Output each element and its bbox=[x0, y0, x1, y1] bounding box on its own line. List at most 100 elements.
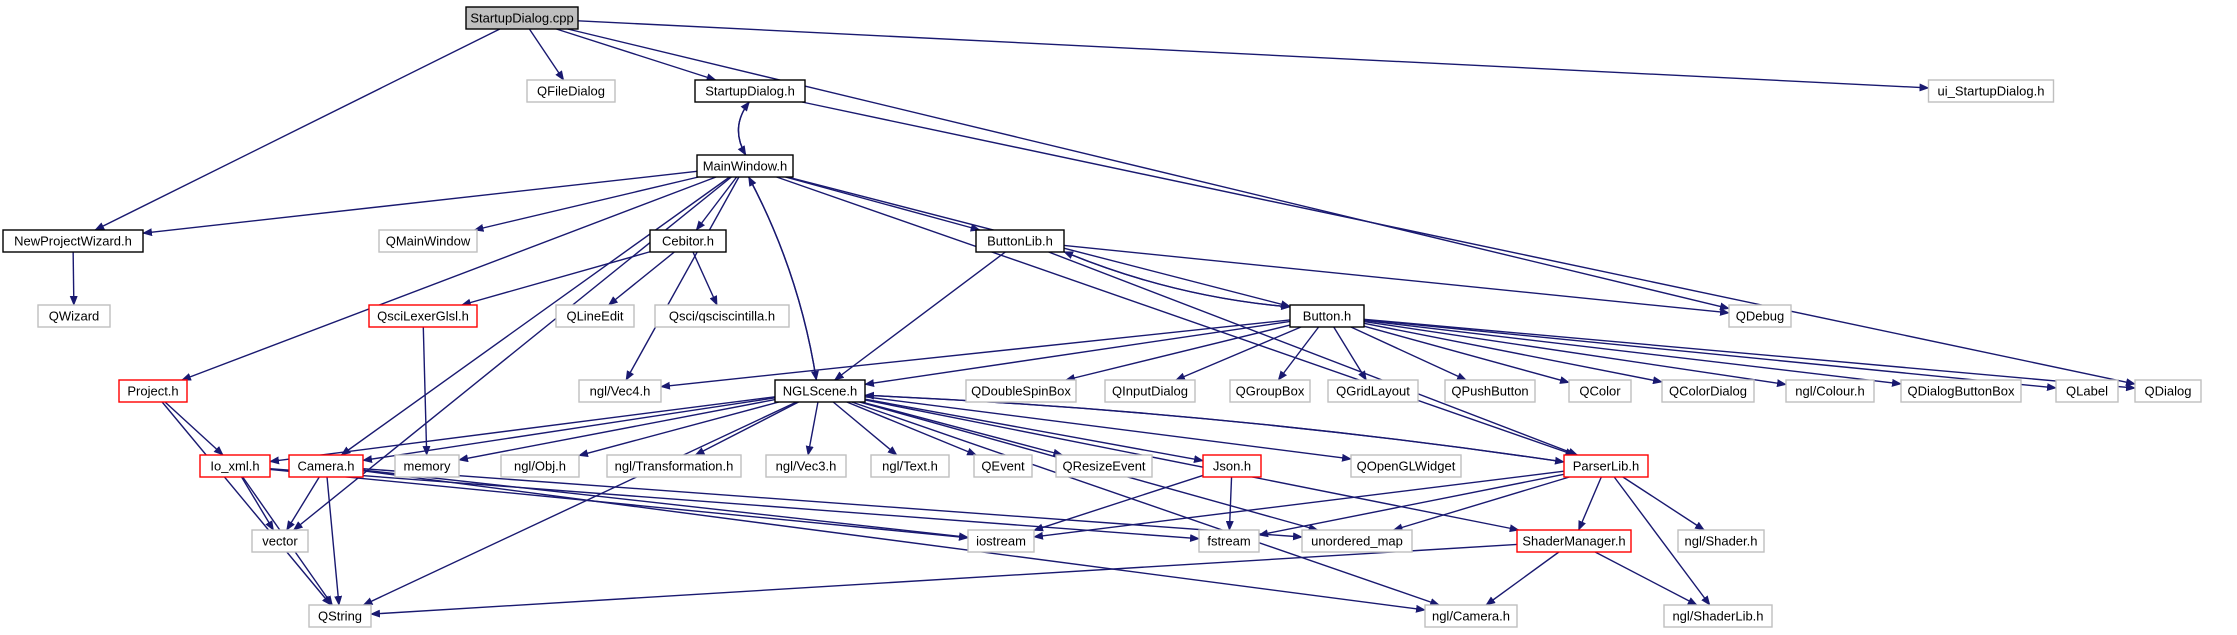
node-nglscene-h[interactable]: NGLScene.h bbox=[774, 379, 866, 403]
edge-nglscene-h-to-ngl-camera-h bbox=[851, 401, 1441, 606]
node-box bbox=[774, 379, 866, 403]
node-iostream[interactable]: iostream bbox=[967, 529, 1035, 553]
edge-line bbox=[1225, 476, 1234, 531]
node-ngl-vec3-h[interactable]: ngl/Vec3.h bbox=[765, 454, 847, 478]
edge-line bbox=[737, 101, 750, 156]
node-qevent[interactable]: QEvent bbox=[973, 454, 1033, 478]
edge-startupdialog-cpp-to-qdebug bbox=[567, 28, 1730, 311]
node-box bbox=[578, 379, 662, 403]
node-box bbox=[1104, 379, 1196, 403]
node-box bbox=[975, 229, 1065, 253]
node-label: ui_StartupDialog.h bbox=[1938, 83, 2045, 98]
node-label: QWizard bbox=[49, 308, 100, 323]
node-ngl-shaderlib-h[interactable]: ngl/ShaderLib.h bbox=[1663, 604, 1773, 628]
node-unordered-map[interactable]: unordered_map bbox=[1301, 529, 1413, 553]
node-label: QPushButton bbox=[1451, 383, 1528, 398]
node-qdoublespinbox[interactable]: QDoubleSpinBox bbox=[965, 379, 1077, 403]
node-ngl-transformation-h[interactable]: ngl/Transformation.h bbox=[606, 454, 742, 478]
node-parserlib-h[interactable]: ParserLib.h bbox=[1563, 454, 1649, 478]
edge-button-h-to-qdialog bbox=[1363, 318, 2136, 392]
node-ngl-camera-h[interactable]: ngl/Camera.h bbox=[1424, 604, 1518, 628]
node-box bbox=[1229, 379, 1311, 403]
edge-nglscene-h-to-qresizeevent bbox=[861, 401, 1064, 457]
node-box bbox=[2, 229, 144, 253]
edge-line bbox=[1363, 325, 1570, 384]
edge-parserlib-h-to-shadermanager-h bbox=[1578, 476, 1602, 531]
node-qsci-qsciscintilla-h[interactable]: Qsci/qsciscintilla.h bbox=[654, 304, 790, 328]
node-qpushbutton[interactable]: QPushButton bbox=[1444, 379, 1536, 403]
node-label: ngl/Colour.h bbox=[1795, 383, 1864, 398]
node-buttonlib-h[interactable]: ButtonLib.h bbox=[975, 229, 1065, 253]
edge-line bbox=[240, 476, 275, 531]
node-qwizard[interactable]: QWizard bbox=[37, 304, 111, 328]
edge-line bbox=[269, 396, 776, 465]
node-fstream[interactable]: fstream bbox=[1198, 529, 1260, 553]
node-io-xml-h[interactable]: Io_xml.h bbox=[199, 454, 271, 478]
edge-buttonlib-h-to-nglscene-h bbox=[833, 251, 1006, 381]
node-camera-h[interactable]: Camera.h bbox=[288, 454, 364, 478]
edge-startupdialog-cpp-to-startupdialog-h bbox=[556, 28, 717, 82]
node-ngl-text-h[interactable]: ngl/Text.h bbox=[870, 454, 950, 478]
node-qgridlayout[interactable]: QGridLayout bbox=[1327, 379, 1419, 403]
node-cebitor-h[interactable]: Cebitor.h bbox=[649, 229, 727, 253]
edge-parserlib-h-to-nglscene-h bbox=[864, 391, 1565, 463]
node-qfiledialog[interactable]: QFileDialog bbox=[526, 79, 616, 103]
edge-camera-h-to-vector bbox=[286, 476, 320, 531]
node-label: QLabel bbox=[2066, 383, 2108, 398]
node-qopenglwidget[interactable]: QOpenGLWidget bbox=[1350, 454, 1462, 478]
node-box bbox=[765, 454, 847, 478]
edge-line bbox=[269, 468, 969, 541]
node-label: StartupDialog.h bbox=[705, 83, 795, 98]
node-qlineedit[interactable]: QLineEdit bbox=[555, 304, 635, 328]
node-ui-startupdialog-h[interactable]: ui_StartupDialog.h bbox=[1927, 79, 2055, 103]
node-mainwindow-h[interactable]: MainWindow.h bbox=[696, 154, 794, 178]
edge-cebitor-h-to-qlineedit bbox=[607, 251, 675, 306]
node-ngl-shader-h[interactable]: ngl/Shader.h bbox=[1677, 529, 1765, 553]
edge-camera-h-to-iostream bbox=[362, 469, 969, 541]
node-memory[interactable]: memory bbox=[394, 454, 460, 478]
node-qgroupbox[interactable]: QGroupBox bbox=[1229, 379, 1311, 403]
node-vector[interactable]: vector bbox=[251, 529, 309, 553]
node-qcolordialog[interactable]: QColorDialog bbox=[1661, 379, 1755, 403]
node-ngl-vec4-h[interactable]: ngl/Vec4.h bbox=[578, 379, 662, 403]
edge-nglscene-h-to-memory bbox=[458, 398, 776, 463]
edge-mainwindow-h-to-vector bbox=[292, 176, 732, 531]
node-startupdialog-cpp[interactable]: StartupDialog.cpp bbox=[465, 6, 579, 30]
node-box bbox=[1927, 79, 2055, 103]
node-box bbox=[378, 229, 478, 253]
node-label: QGroupBox bbox=[1236, 383, 1305, 398]
edge-nglscene-h-to-json-h bbox=[864, 398, 1204, 464]
node-qdialogbuttonbox[interactable]: QDialogButtonBox bbox=[1900, 379, 2022, 403]
node-qdebug[interactable]: QDebug bbox=[1728, 304, 1792, 328]
node-qscilexerglsl-h[interactable]: QsciLexerGlsl.h bbox=[368, 304, 478, 328]
node-box bbox=[1568, 379, 1632, 403]
node-startupdialog-h[interactable]: StartupDialog.h bbox=[694, 79, 806, 103]
node-label: ngl/Vec4.h bbox=[590, 383, 651, 398]
node-qmainwindow[interactable]: QMainWindow bbox=[378, 229, 478, 253]
node-shadermanager-h[interactable]: ShaderManager.h bbox=[1516, 529, 1632, 553]
edge-line bbox=[694, 401, 799, 456]
edge-line bbox=[607, 251, 675, 306]
node-ngl-colour-h[interactable]: ngl/Colour.h bbox=[1785, 379, 1875, 403]
node-project-h[interactable]: Project.h bbox=[118, 379, 188, 403]
edge-line bbox=[660, 319, 1291, 390]
node-label: ngl/Shader.h bbox=[1684, 533, 1757, 548]
node-ngl-obj-h[interactable]: ngl/Obj.h bbox=[500, 454, 580, 478]
edge-button-h-to-qpushbutton bbox=[1350, 326, 1467, 381]
edge-startupdialog-cpp-to-qfiledialog bbox=[528, 28, 565, 81]
node-newprojectwizard-h[interactable]: NewProjectWizard.h bbox=[2, 229, 144, 253]
node-qinputdialog[interactable]: QInputDialog bbox=[1104, 379, 1196, 403]
edge-line bbox=[326, 476, 343, 606]
edge-line bbox=[181, 176, 717, 381]
node-qlabel[interactable]: QLabel bbox=[2055, 379, 2119, 403]
edge-nglscene-h-to-qevent bbox=[846, 401, 978, 456]
node-qdialog[interactable]: QDialog bbox=[2134, 379, 2202, 403]
node-label: ngl/ShaderLib.h bbox=[1672, 608, 1763, 623]
node-json-h[interactable]: Json.h bbox=[1202, 454, 1262, 478]
node-qcolor[interactable]: QColor bbox=[1568, 379, 1632, 403]
node-qstring[interactable]: QString bbox=[308, 604, 372, 628]
node-qresizeevent[interactable]: QResizeEvent bbox=[1055, 454, 1153, 478]
node-button-h[interactable]: Button.h bbox=[1289, 304, 1365, 328]
node-box bbox=[1728, 304, 1792, 328]
